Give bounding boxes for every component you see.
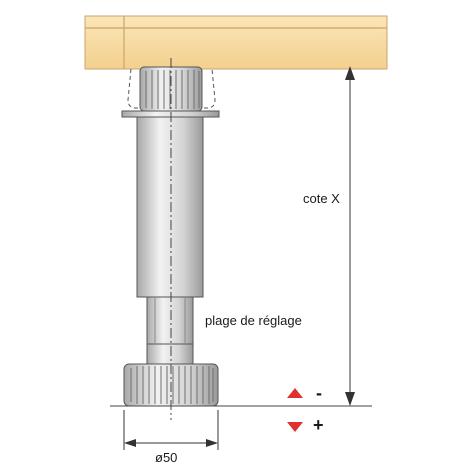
minus-sign: - <box>316 383 322 403</box>
cabinet-base <box>84 15 388 70</box>
height-dimension <box>345 66 355 406</box>
dimension-arrow-down <box>345 392 355 406</box>
dimension-arrow-up <box>345 66 355 80</box>
lower-arrow-icon <box>287 422 303 432</box>
diameter-arrow-right <box>206 439 218 447</box>
main-tube <box>136 116 204 298</box>
plus-sign: + <box>313 415 324 435</box>
diameter-label: ø50 <box>155 450 178 465</box>
height-dimension-label: cote X <box>303 191 340 206</box>
diameter-arrow-left <box>124 439 136 447</box>
threaded-shaft <box>146 296 194 365</box>
adjustment-range-label: plage de réglage <box>205 313 302 328</box>
diameter-dimension <box>123 410 219 450</box>
raise-arrow-icon <box>287 388 303 398</box>
cabinet-bottom-panel <box>84 15 388 70</box>
